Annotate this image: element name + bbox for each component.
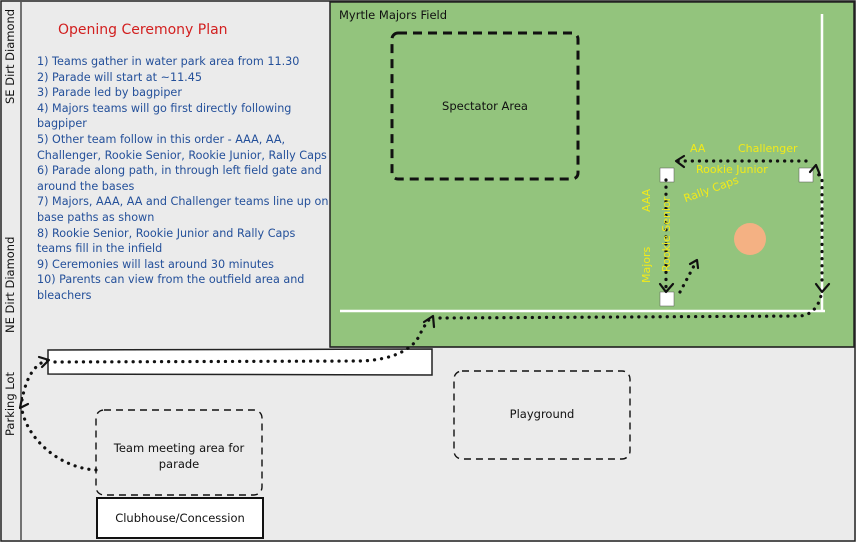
plan-title: Opening Ceremony Plan: [58, 22, 228, 38]
field-area: [329, 1, 855, 348]
arrow-left-field-gate: [422, 314, 436, 329]
team-meeting-box: [95, 409, 263, 496]
label-aa-top: AA: [690, 142, 706, 155]
playground-label: Playground: [509, 407, 575, 421]
arrow-first-base: [814, 282, 831, 294]
plan-step: 6) Parade along path, in through left fi…: [37, 164, 322, 193]
route-right-side: [812, 168, 824, 282]
plan-step: 5) Other team follow in this order - AAA…: [37, 132, 327, 162]
playground-box: [453, 370, 631, 460]
label-majors: Majors: [640, 246, 653, 283]
arrow-meeting: [18, 396, 30, 410]
clubhouse-box: [96, 497, 264, 539]
route-infield: [678, 260, 698, 294]
plan-steps-list: 1) Teams gather in water park area from …: [37, 54, 329, 304]
route-parking-up: [20, 358, 50, 402]
route-meeting-to-parking: [20, 408, 98, 472]
plan-step: 2) Parade will start at ~11.45: [37, 70, 202, 84]
base-third: [659, 167, 675, 183]
plan-step: 10) Parents can view from the outfield a…: [37, 273, 305, 302]
plan-step: 9) Ceremonies will last around 30 minute…: [37, 257, 274, 271]
spectator-area-label: Spectator Area: [442, 99, 528, 113]
plan-step: 4) Majors teams will go first directly f…: [37, 101, 292, 131]
plan-step: 3) Parade led by bagpiper: [37, 86, 182, 100]
label-rookie-senior: Rookie Senior: [660, 196, 673, 272]
se-diamond-label: SE Dirt Diamond: [3, 8, 17, 104]
arrow-third-base: [674, 154, 686, 169]
label-challenger: Challenger: [738, 142, 798, 155]
pitchers-mound: [734, 223, 766, 255]
plan-step: 1) Teams gather in water park area from …: [37, 55, 300, 68]
base-home: [659, 291, 675, 307]
route-left-field: [438, 288, 824, 320]
plan-step: 7) Majors, AAA, AA and Challenger teams …: [37, 195, 329, 224]
field-title: Myrtle Majors Field: [339, 8, 448, 22]
clubhouse-label: Clubhouse/Concession: [115, 511, 245, 525]
arrow-infield: [688, 258, 700, 270]
ne-diamond-label: NE Dirt Diamond: [3, 236, 17, 333]
label-rookie-junior: Rookie Junior: [696, 163, 768, 176]
team-meeting-label: Team meeting area for parade: [113, 441, 245, 471]
parking-lot-label: Parking Lot: [3, 371, 17, 436]
plan-step: 8) Rookie Senior, Rookie Junior and Rall…: [37, 226, 296, 256]
route-along-path: [53, 315, 434, 364]
arrow-parking: [37, 355, 51, 369]
arrow-home: [658, 282, 675, 294]
spectator-area-box: [390, 31, 580, 181]
arrow-second-base: [808, 163, 822, 177]
label-aaa: AAA: [640, 188, 653, 212]
